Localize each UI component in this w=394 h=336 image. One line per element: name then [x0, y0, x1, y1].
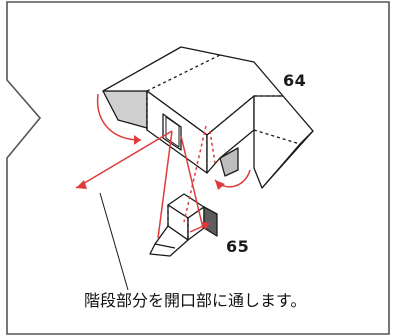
caption-leader — [99, 192, 129, 291]
stair-dark — [203, 206, 218, 237]
right-flap — [253, 95, 314, 189]
caption: 階段部分を開口部に通します。 — [84, 291, 306, 310]
label-65: 65 — [226, 237, 249, 256]
left-fold-arrow — [96, 93, 142, 141]
frame-border — [6, 1, 390, 335]
stair-ramp — [149, 225, 189, 257]
right-side — [206, 95, 255, 174]
insert-line-1 — [157, 130, 173, 239]
fold-arrows — [75, 93, 251, 239]
direction-arrow — [75, 130, 173, 189]
part-64-box — [102, 46, 314, 189]
insert-line-2 — [180, 135, 204, 229]
insert-line-4 — [209, 130, 216, 164]
left-flap — [102, 90, 148, 129]
insert-line-3 — [183, 125, 207, 223]
label-64: 64 — [283, 71, 306, 90]
